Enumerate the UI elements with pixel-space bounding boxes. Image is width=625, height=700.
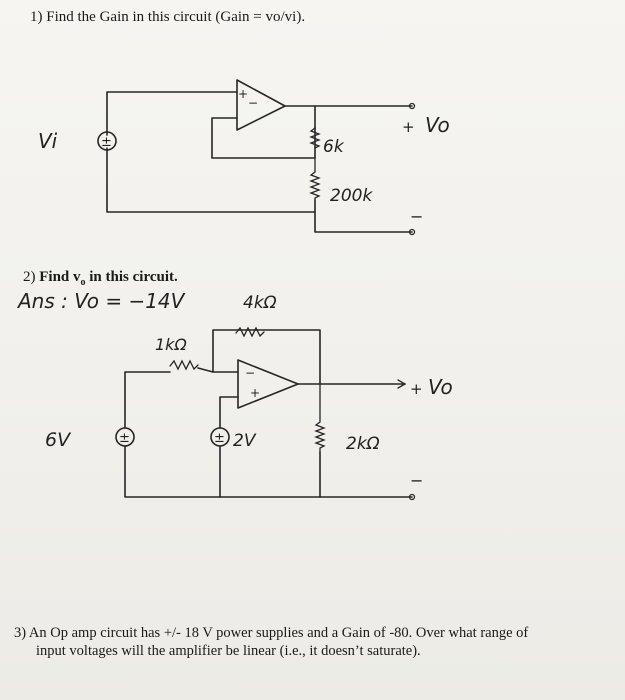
circuit-2: Ans : Vo = −14V 4kΩ 1kΩ − + + Vo 2kΩ ± 6… xyxy=(16,289,453,501)
problem-2-text: Find v xyxy=(39,269,81,285)
c2-output-arrow xyxy=(397,379,407,389)
c2-output-minus: − xyxy=(410,471,423,490)
c2-opamp-plus: + xyxy=(250,386,260,400)
problem-2: 2) Find vo in this circuit. xyxy=(23,268,178,292)
c1-output-minus: − xyxy=(410,207,423,226)
c1-wire-top-left xyxy=(106,91,238,136)
problem-3: 3) An Op amp circuit has +/- 18 V power … xyxy=(14,624,614,660)
c2-source-2v-label: 2V xyxy=(233,431,257,451)
c1-resistor-6k-label: 6k xyxy=(323,137,345,157)
c1-output-terminal-bottom xyxy=(408,228,416,236)
c1-output-plus: + xyxy=(402,118,415,136)
c2-resistor-2k-label: 2kΩ xyxy=(346,434,380,454)
c1-source-symbol xyxy=(97,131,117,151)
problem-2-number: 2) xyxy=(23,269,36,285)
c1-output-terminal-top xyxy=(408,102,416,110)
circuit-1: + − ± Vi 6k 200k + Vo − xyxy=(38,79,450,236)
c1-output-label: Vo xyxy=(425,113,450,137)
c2-resistor-1k-label: 1kΩ xyxy=(155,335,187,354)
c1-opamp-plus: + xyxy=(238,87,248,101)
c2-resistor-4k-label: 4kΩ xyxy=(243,293,277,313)
c1-opamp-symbol xyxy=(236,79,286,131)
problem-2-text-sub: o xyxy=(80,277,86,288)
c2-wire-input-left xyxy=(124,371,171,429)
c2-wire-plus-input xyxy=(219,396,239,429)
c2-wire-bottom xyxy=(124,445,413,498)
problem-3-number: 3) xyxy=(14,625,27,641)
problem-1-text: Find the Gain in this circuit (Gain = v xyxy=(46,9,274,25)
c1-wire-feedback xyxy=(211,117,316,159)
c2-output-terminal-bottom xyxy=(408,493,416,501)
c2-wire-feedback xyxy=(212,329,321,385)
c2-source-2v-sign: ± xyxy=(214,431,225,446)
c2-opamp-symbol xyxy=(237,359,299,409)
c1-resistor-200k xyxy=(309,157,321,201)
problem-2-text-tail: in this circuit. xyxy=(85,269,178,285)
c1-opamp-minus: − xyxy=(248,96,258,110)
c2-source-6v-label: 6V xyxy=(45,429,72,451)
c2-opamp-minus: − xyxy=(245,366,255,380)
problem-3-line-2: input voltages will the amplifier be lin… xyxy=(36,643,421,659)
c2-wire-input-right xyxy=(197,367,239,373)
c1-resistor-200k-label: 200k xyxy=(330,186,373,206)
problem-3-line-1: An Op amp circuit has +/- 18 V power sup… xyxy=(28,625,529,641)
c2-output-plus: + xyxy=(410,380,423,398)
problem-1: 1) Find the Gain in this circuit (Gain =… xyxy=(30,8,305,26)
problem-1-text-tail: o/vi). xyxy=(273,9,306,25)
c1-wire-out xyxy=(284,105,316,129)
c2-resistor-2k xyxy=(314,383,326,453)
c2-output-label: Vo xyxy=(428,375,453,399)
c2-resistor-1k xyxy=(169,359,199,371)
c2-answer: Ans : Vo = −14V xyxy=(16,289,186,313)
c1-resistor-6k xyxy=(309,127,321,149)
c1-source-sign: ± xyxy=(101,135,112,150)
problem-1-number: 1) xyxy=(30,9,43,25)
c1-source-label: Vi xyxy=(38,129,58,153)
c2-source-6v-sign: ± xyxy=(119,431,130,446)
